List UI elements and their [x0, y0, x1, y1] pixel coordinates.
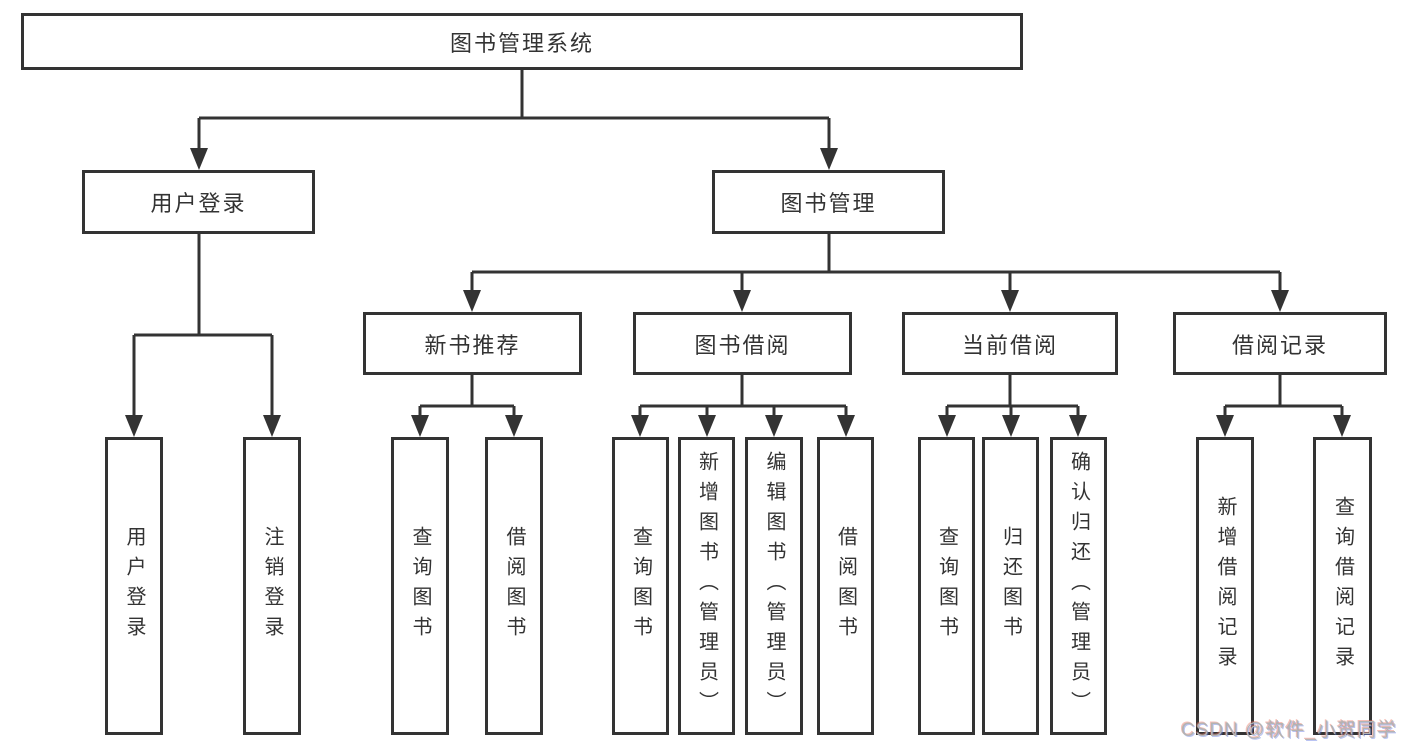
- edge-user-login-branch: [132, 234, 274, 421]
- node-label: 图书管理系统: [449, 30, 594, 56]
- node-current-borrow: 当前借阅: [902, 312, 1118, 375]
- leaf-label: 查询图书: [629, 526, 652, 646]
- arrow-down-icon: [733, 290, 751, 312]
- arrow-down-icon: [1069, 415, 1087, 437]
- leaf-return-book: 归还图书: [982, 437, 1039, 735]
- node-new-book-recommend: 新书推荐: [363, 312, 582, 375]
- leaf-label: 查询图书: [935, 526, 958, 646]
- edge-borrow-records-branch: [1223, 375, 1344, 421]
- leaf-confirm-return-admin: 确认归还（管理员）: [1050, 437, 1107, 735]
- leaf-label: 查询借阅记录: [1331, 496, 1354, 676]
- node-label: 借阅记录: [1231, 332, 1328, 358]
- edge-new-book-branch: [418, 375, 516, 421]
- arrow-down-icon: [1216, 415, 1234, 437]
- arrow-down-icon: [1333, 415, 1351, 437]
- leaf-label: 新增图书（管理员）: [695, 451, 718, 721]
- arrow-down-icon: [190, 148, 208, 170]
- leaf-add-borrow-record: 新增借阅记录: [1196, 437, 1254, 735]
- arrow-down-icon: [505, 415, 523, 437]
- edge-current-borrow-branch: [945, 375, 1080, 421]
- csdn-watermark: CSDN @软件_小贺同学: [1181, 720, 1397, 741]
- node-borrow-records: 借阅记录: [1173, 312, 1387, 375]
- arrow-down-icon: [837, 415, 855, 437]
- leaf-label: 借阅图书: [834, 526, 857, 646]
- leaf-query-book-borrow: 查询图书: [612, 437, 669, 735]
- leaf-borrow-book: 借阅图书: [817, 437, 874, 735]
- leaf-logout: 注销登录: [243, 437, 301, 735]
- node-book-management: 图书管理: [712, 170, 945, 234]
- node-root-system: 图书管理系统: [21, 13, 1023, 70]
- leaf-query-borrow-record: 查询借阅记录: [1313, 437, 1372, 735]
- arrow-down-icon: [631, 415, 649, 437]
- leaf-label: 归还图书: [999, 526, 1022, 646]
- node-label: 图书管理: [780, 191, 877, 216]
- arrow-down-icon: [820, 148, 838, 170]
- arrow-down-icon: [1002, 415, 1020, 437]
- arrow-down-icon: [125, 415, 143, 437]
- leaf-label: 确认归还（管理员）: [1067, 451, 1090, 721]
- arrow-down-icon: [938, 415, 956, 437]
- leaf-borrow-book-recommend: 借阅图书: [485, 437, 543, 735]
- leaf-label: 注销登录: [261, 526, 283, 646]
- arrow-down-icon: [1271, 290, 1289, 312]
- leaf-edit-book-admin: 编辑图书（管理员）: [745, 437, 803, 735]
- leaf-label: 用户登录: [123, 526, 145, 646]
- node-book-borrow: 图书借阅: [633, 312, 852, 375]
- arrow-down-icon: [463, 290, 481, 312]
- node-label: 新书推荐: [424, 332, 521, 358]
- leaf-query-book-current: 查询图书: [918, 437, 975, 735]
- arrowheads: [125, 148, 1351, 437]
- edge-book-mgmt-branch: [470, 234, 1282, 296]
- leaf-add-book-admin: 新增图书（管理员）: [678, 437, 735, 735]
- node-user-login: 用户登录: [82, 170, 315, 234]
- arrow-down-icon: [765, 415, 783, 437]
- edge-book-borrow-branch: [638, 375, 848, 421]
- arrow-down-icon: [698, 415, 716, 437]
- node-label: 用户登录: [150, 191, 247, 216]
- arrow-down-icon: [263, 415, 281, 437]
- node-label: 图书借阅: [694, 332, 791, 358]
- node-label: 当前借阅: [961, 332, 1058, 358]
- leaf-label: 查询图书: [409, 526, 431, 646]
- arrow-down-icon: [411, 415, 429, 437]
- leaf-label: 新增借阅记录: [1214, 496, 1236, 676]
- arrow-down-icon: [1001, 290, 1019, 312]
- tree-edges: [132, 70, 1344, 421]
- leaf-query-book-recommend: 查询图书: [391, 437, 449, 735]
- leaf-label: 借阅图书: [503, 526, 525, 646]
- edge-root-trunk: [197, 70, 831, 152]
- leaf-label: 编辑图书（管理员）: [763, 451, 785, 721]
- leaf-user-login: 用户登录: [105, 437, 163, 735]
